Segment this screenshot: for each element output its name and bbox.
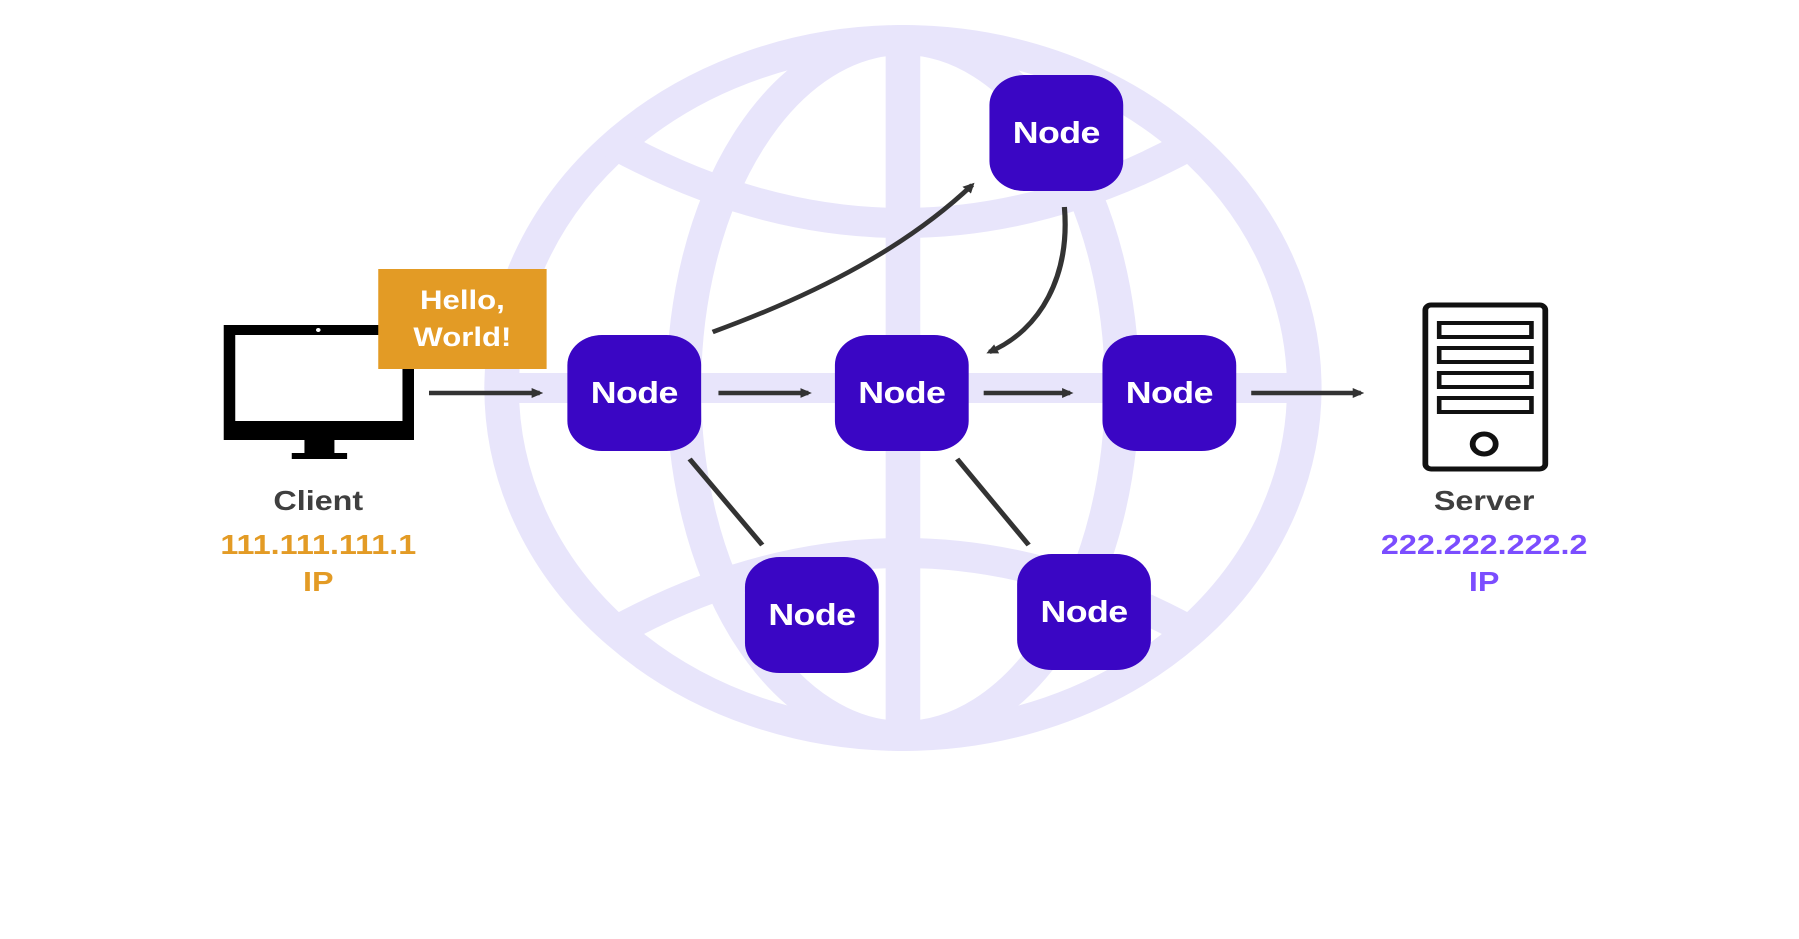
node-label: Node xyxy=(1012,115,1101,150)
message-line-1: Hello, xyxy=(420,285,505,315)
link-node-2-to-node-bottom-right xyxy=(955,457,1031,547)
server-labels: Server 222.222.222.2 IP xyxy=(1362,485,1606,598)
server-ip-word: IP xyxy=(1468,566,1500,597)
node-entry: Node xyxy=(567,335,702,451)
arrow-node-top-to-node-2 xyxy=(986,206,1068,355)
message-line-2: World! xyxy=(413,322,512,352)
client-ip-word: IP xyxy=(303,566,334,597)
client-label: Client xyxy=(273,485,364,516)
server-tower-icon xyxy=(1422,302,1549,472)
client-labels: Client 111.111.111.1 IP xyxy=(203,485,434,598)
node-middle: Node xyxy=(834,335,969,451)
hello-world-message: Hello, World! xyxy=(378,269,547,369)
node-label: Node xyxy=(1125,375,1214,410)
node-label: Node xyxy=(768,597,856,632)
node-bottom-right: Node xyxy=(1017,554,1151,670)
node-label: Node xyxy=(858,375,946,410)
server-ip-address: 222.222.222.2 xyxy=(1380,529,1588,560)
arrow-node-1-to-node-top xyxy=(711,182,975,335)
node-label: Node xyxy=(1040,594,1128,629)
node-bottom-left: Node xyxy=(744,557,879,673)
node-exit: Node xyxy=(1102,335,1237,451)
server-label: Server xyxy=(1433,485,1535,516)
node-top: Node xyxy=(989,75,1124,191)
link-node-1-to-node-bottom-left xyxy=(687,457,765,547)
node-label: Node xyxy=(590,375,679,410)
client-ip-address: 111.111.111.1 xyxy=(220,529,417,560)
